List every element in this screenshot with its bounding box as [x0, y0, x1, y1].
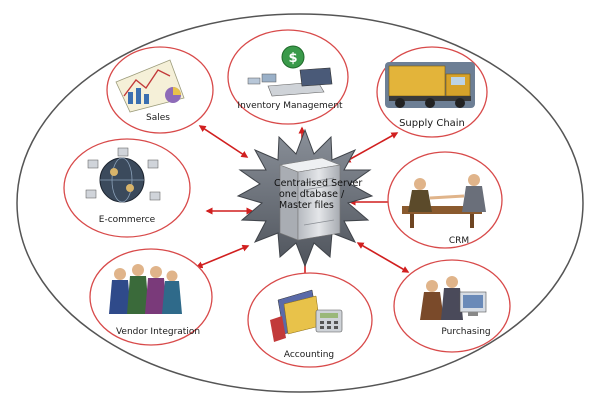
arrow-supply: [343, 132, 399, 163]
outer-ring: [16, 13, 584, 393]
module-label-vendor: Vendor Integration: [116, 327, 200, 337]
module-label-crm: CRM: [449, 236, 469, 246]
center-line-1: Centralised Server: [274, 178, 362, 189]
truck-icon: [385, 62, 475, 108]
arrow-vendor: [195, 244, 250, 269]
sales-chart-icon: [115, 59, 185, 113]
module-inventory: $ Inventory Management: [227, 29, 349, 125]
module-label-supply: Supply Chain: [399, 118, 465, 129]
module-label-ecommerce: E-commerce: [99, 215, 156, 225]
center-line-3: Master files: [279, 200, 334, 211]
money-laptop-icon: $: [247, 45, 333, 97]
module-circle: [387, 151, 503, 249]
module-purchasing: Purchasing: [393, 259, 511, 353]
globe-network-icon: [85, 147, 161, 203]
module-supply: Supply Chain: [376, 46, 488, 138]
svg-text:$: $: [288, 51, 297, 66]
center-line-2: one dtabase /: [279, 189, 345, 200]
module-ecommerce: E-commerce: [63, 138, 191, 238]
calculator-folders-icon: [270, 289, 343, 342]
central-server: Centralised Server one dtabase / Master …: [236, 128, 374, 268]
arrow-purchasing: [356, 242, 410, 273]
module-label-inventory: Inventory Management: [237, 101, 343, 111]
module-label-purchasing: Purchasing: [441, 327, 490, 337]
server-tower-icon: [278, 157, 342, 241]
business-people-icon: [109, 264, 182, 314]
module-label-sales: Sales: [146, 113, 170, 123]
module-crm: CRM: [387, 151, 503, 249]
module-label-accounting: Accounting: [284, 350, 334, 360]
arrow-sales: [198, 125, 249, 158]
module-accounting: Accounting: [247, 272, 373, 368]
module-circle: [227, 29, 349, 125]
module-vendor: Vendor Integration: [89, 248, 213, 346]
handshake-icon: [402, 174, 486, 228]
computer-users-icon: [420, 276, 487, 320]
module-sales: Sales: [106, 46, 214, 134]
